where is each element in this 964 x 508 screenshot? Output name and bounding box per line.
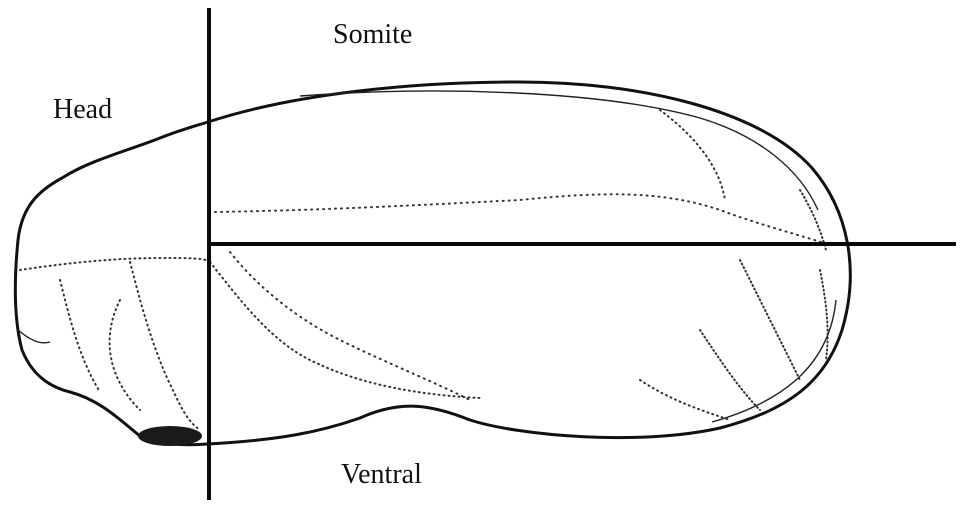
label-head: Head	[53, 94, 112, 125]
head-notch	[18, 330, 50, 343]
label-somite: Somite	[333, 19, 412, 50]
embryo-outline	[15, 82, 850, 445]
ventral-right-inner-edge	[712, 300, 836, 422]
label-ventral: Ventral	[341, 459, 422, 490]
cement-gland	[138, 426, 202, 446]
dorsal-inner-edge	[300, 91, 818, 210]
stipple-structures	[20, 110, 830, 430]
